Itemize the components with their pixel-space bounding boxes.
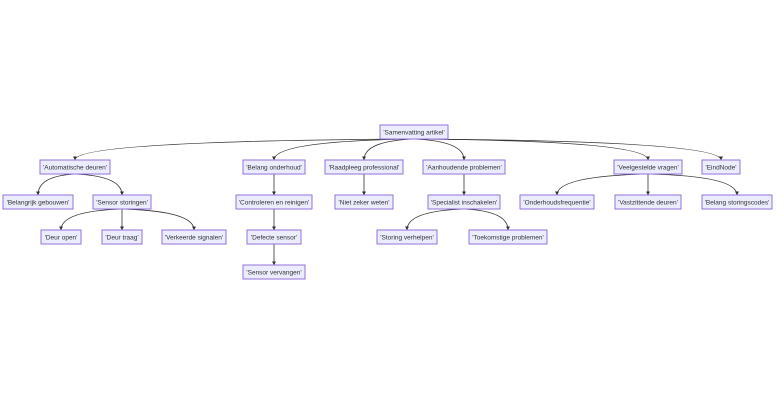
edge-layer [36, 138, 739, 266]
node-sensor_verv: 'Sensor vervangen' [242, 264, 306, 280]
node-niet_zeker-label: 'Niet zeker weten' [339, 199, 390, 206]
node-eind-box [701, 159, 741, 175]
node-belangrijk-box [2, 194, 74, 210]
node-sensor_verv-box [242, 264, 306, 280]
node-verkeerde-label: 'Verkeerde signalen' [165, 234, 223, 241]
node-controleren: 'Controleren en reinigen' [235, 194, 313, 210]
node-defecte: 'Defecte sensor' [246, 229, 302, 245]
node-root-box [379, 124, 449, 140]
node-vastzittende: 'Vastzittende deuren' [614, 194, 682, 210]
node-sensor_st-box [92, 194, 152, 210]
node-eind-label: 'EindNode' [705, 164, 736, 171]
node-specialist-box [427, 194, 501, 210]
node-aanhoud-box [422, 159, 506, 175]
node-storing_verh: 'Storing verhelpen' [376, 229, 438, 245]
node-eind: 'EindNode' [701, 159, 741, 175]
node-aanhoud: 'Aanhoudende problemen' [422, 159, 506, 175]
node-veelgest-label: 'Veelgestelde vragen' [617, 164, 678, 171]
node-defecte-label: 'Defecte sensor' [251, 234, 297, 241]
node-belang_codes-box [701, 194, 773, 210]
node-auto: 'Automatische deuren' [39, 159, 111, 175]
node-deur_traag-label: 'Deur traag' [105, 234, 138, 241]
node-controleren-box [235, 194, 313, 210]
node-toekomstige-box [468, 229, 548, 245]
node-deur_open-label: 'Deur open' [45, 234, 78, 241]
node-specialist: 'Specialist inschakelen' [427, 194, 501, 210]
node-controleren-label: 'Controleren en reinigen' [239, 199, 309, 206]
edge-veelgest-to-onderhoudsfreq [555, 173, 649, 196]
edge-specialist-to-storing_verh [405, 208, 465, 231]
node-niet_zeker: 'Niet zeker weten' [334, 194, 394, 210]
node-belangrijk: 'Belangrijk gebouwen' [2, 194, 74, 210]
edge-root-to-raadpleeg [362, 138, 415, 161]
node-veelgest-box [613, 159, 683, 175]
edge-sensor_st-to-deur_open [59, 208, 123, 231]
edge-veelgest-to-belang_codes [647, 173, 739, 196]
node-storing_verh-box [376, 229, 438, 245]
node-vastzittende-box [614, 194, 682, 210]
node-belang_codes-label: 'Belang storingscodes' [705, 199, 770, 206]
node-belang_ond-box [242, 159, 306, 175]
edge-auto-to-sensor_st [74, 173, 124, 196]
edge-specialist-to-toekomstige [463, 208, 510, 231]
node-aanhoud-label: 'Aanhoudende problemen' [426, 164, 502, 171]
node-storing_verh-label: 'Storing verhelpen' [380, 234, 433, 241]
node-belangrijk-label: 'Belangrijk gebouwen' [7, 199, 70, 206]
edge-root-to-auto [73, 138, 415, 161]
node-sensor_st-label: 'Sensor storingen' [96, 199, 148, 206]
node-belang_ond: 'Belang onderhoud' [242, 159, 306, 175]
node-auto-box [39, 159, 111, 175]
node-belang_codes: 'Belang storingscodes' [701, 194, 773, 210]
node-raadpleeg-label: 'Raadpleeg professional' [329, 164, 400, 171]
node-deur_open-box [40, 229, 82, 245]
node-vastzittende-label: 'Vastzittende deuren' [618, 199, 678, 206]
node-auto-label: 'Automatische deuren' [43, 164, 107, 171]
node-toekomstige-label: 'Toekomstige problemen' [472, 234, 544, 241]
node-veelgest: 'Veelgestelde vragen' [613, 159, 683, 175]
node-specialist-label: 'Specialist inschakelen' [431, 199, 497, 206]
node-onderhoudsfreq-label: 'Onderhoudsfrequentie' [523, 199, 590, 206]
node-root: 'Samenvatting artikel' [379, 124, 449, 140]
edge-root-to-veelgest [413, 138, 650, 161]
node-deur_open: 'Deur open' [40, 229, 82, 245]
node-raadpleeg: 'Raadpleeg professional' [324, 159, 404, 175]
node-onderhoudsfreq: 'Onderhoudsfrequentie' [519, 194, 595, 210]
node-deur_traag-box [101, 229, 143, 245]
node-root-label: 'Samenvatting artikel' [383, 129, 444, 136]
node-layer: 'Samenvatting artikel' 'Automatische deur… [2, 124, 773, 280]
node-raadpleeg-box [324, 159, 404, 175]
node-niet_zeker-box [334, 194, 394, 210]
edge-root-to-eind [413, 138, 723, 161]
edge-root-to-aanhoud [413, 138, 466, 161]
edge-auto-to-belangrijk [36, 173, 76, 196]
node-sensor_verv-label: 'Sensor vervangen' [246, 269, 301, 276]
node-onderhoudsfreq-box [519, 194, 595, 210]
node-verkeerde-box [161, 229, 227, 245]
node-verkeerde: 'Verkeerde signalen' [161, 229, 227, 245]
node-deur_traag: 'Deur traag' [101, 229, 143, 245]
node-belang_ond-label: 'Belang onderhoud' [246, 164, 302, 171]
node-defecte-box [246, 229, 302, 245]
edge-sensor_st-to-verkeerde [121, 208, 196, 231]
node-sensor_st: 'Sensor storingen' [92, 194, 152, 210]
edge-root-to-belang_ond [272, 138, 415, 161]
node-toekomstige: 'Toekomstige problemen' [468, 229, 548, 245]
